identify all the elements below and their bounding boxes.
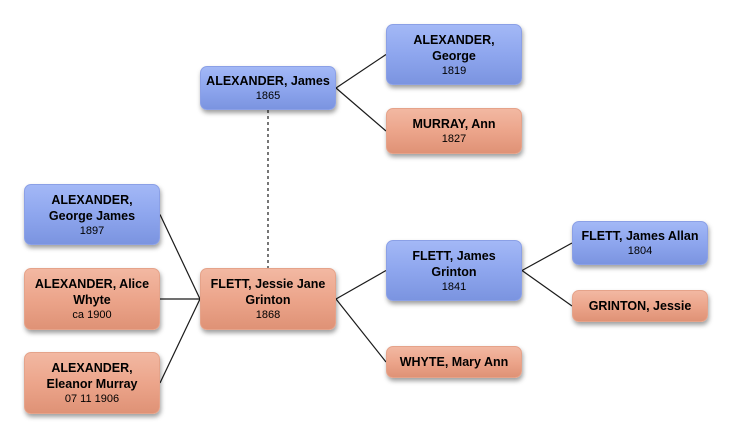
person-year: ca 1900	[72, 309, 112, 321]
person-box-eleanor-murray-alexander[interactable]: ALEXANDER,Eleanor Murray 07 11 1906	[24, 352, 160, 414]
person-year: 1804	[627, 245, 653, 257]
person-year: 1865	[255, 90, 281, 102]
person-name: MURRAY, Ann	[412, 117, 496, 131]
person-name: ALEXANDER, James	[206, 74, 330, 88]
person-box-george-james-alexander[interactable]: ALEXANDER,George James 1897	[24, 184, 160, 245]
person-name: WHYTE, Mary Ann	[399, 355, 509, 369]
person-year: 1897	[79, 224, 105, 237]
person-year: 1868	[255, 309, 281, 321]
person-name: ALEXANDER,George James	[48, 192, 136, 223]
person-name: GRINTON, Jessie	[588, 299, 692, 313]
parent-connector-line	[335, 54, 387, 89]
person-name: FLETT, James Allan	[581, 229, 699, 243]
person-year: 1841	[441, 280, 467, 293]
person-year: 07 11 1906	[64, 393, 120, 405]
person-year: 1827	[441, 133, 467, 145]
person-box-james-alexander[interactable]: ALEXANDER, James 1865	[200, 66, 336, 110]
parent-connector-line	[335, 269, 387, 300]
parent-connector-line	[335, 87, 387, 132]
parent-connector-line	[335, 298, 387, 363]
person-box-james-allan-flett[interactable]: FLETT, James Allan 1804	[572, 221, 708, 265]
parent-connector-line	[521, 270, 573, 307]
person-box-ann-murray[interactable]: MURRAY, Ann 1827	[386, 108, 522, 154]
person-name: ALEXANDER,Eleanor Murray	[46, 361, 138, 391]
person-box-george-alexander[interactable]: ALEXANDER,George 1819	[386, 24, 522, 85]
parent-connector-line	[521, 242, 573, 272]
person-year: 1819	[441, 64, 467, 77]
person-box-jessie-grinton[interactable]: GRINTON, Jessie	[572, 290, 708, 322]
child-connector-line	[159, 214, 201, 300]
child-connector-line	[159, 298, 201, 384]
person-box-mary-ann-whyte[interactable]: WHYTE, Mary Ann	[386, 346, 522, 378]
person-name: ALEXANDER,George	[413, 32, 495, 63]
